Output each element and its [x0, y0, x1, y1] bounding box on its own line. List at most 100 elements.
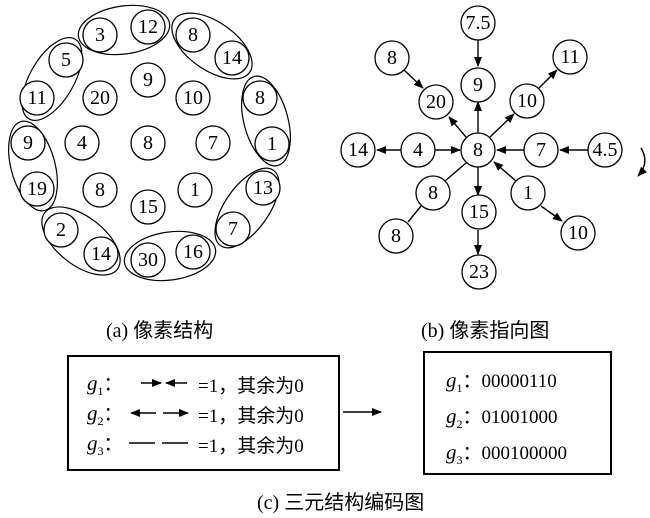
symbol-g: g1 [87, 371, 104, 399]
panel-a-nodes: 8 9 10 7 1 15 8 4 20 3 12 8 14 8 1 13 7 … [10, 9, 290, 278]
pixel-value: 4 [413, 139, 423, 161]
pixel-value: 12 [138, 16, 158, 38]
rule-text: =1，其余为0 [198, 406, 304, 427]
pixel-node: 8 [82, 172, 118, 208]
group-ellipse [41, 206, 121, 276]
edge-arrow [489, 113, 515, 138]
pixel-node: 1 [510, 175, 546, 211]
pixel-value: 10 [183, 87, 203, 109]
caption-a: (a) 像素结构 [106, 320, 214, 342]
pixel-value: 1 [523, 182, 533, 204]
edge-arrow [538, 69, 558, 89]
pixel-node: 12 [130, 9, 166, 45]
pixel-node: 4.5 [587, 132, 623, 168]
rule-row: g1： [87, 369, 123, 399]
edge-line [444, 162, 467, 182]
pixel-value: 30 [138, 249, 158, 271]
code-value: 00000110 [481, 371, 557, 392]
pixel-value: 2 [56, 219, 66, 241]
pixel-node: 10 [509, 83, 545, 119]
rule-text: =1，其余为0 [198, 436, 304, 457]
pixel-node: 5 [48, 42, 84, 78]
pixel-node: 3 [82, 17, 118, 53]
symbol-g: g3 [87, 431, 104, 459]
pixel-value: 14 [91, 243, 111, 265]
rules-box [67, 355, 340, 471]
pixel-value: 10 [517, 90, 537, 112]
code-value: 01001000 [481, 407, 558, 428]
panel-b-nodes: 8 7.5 9 8 20 11 10 14 4 7 4.5 8 8 15 23 … [340, 5, 623, 290]
pixel-value: 7.5 [466, 12, 491, 34]
group-ellipse [8, 120, 58, 212]
pixel-node: 8 [130, 125, 166, 161]
pixel-value: 9 [143, 69, 153, 91]
caption-b: (b) 像素指向图 [421, 320, 550, 342]
group-ellipse [241, 75, 291, 167]
clockwise-arrow-icon [637, 147, 648, 177]
pixel-node: 15 [130, 189, 166, 225]
separator: ： [462, 371, 482, 392]
pixel-node: 4 [400, 132, 436, 168]
pixel-node: 8 [175, 17, 211, 53]
pixel-node: 23 [461, 254, 497, 290]
pixel-node: 7 [523, 132, 559, 168]
codes-box [423, 351, 612, 475]
pixel-value: 9 [473, 74, 483, 96]
code-row: g2：01001000 [446, 402, 558, 432]
pixel-node: 14 [340, 132, 376, 168]
edge-arrow [448, 116, 467, 138]
symbol-g: g3 [446, 440, 463, 468]
pixel-node: 1 [177, 172, 213, 208]
rule-text: =1，其余为0 [198, 376, 304, 397]
pixel-value: 16 [183, 241, 203, 263]
group-ellipse [77, 4, 171, 56]
edge-arrow [540, 205, 563, 222]
pixel-value: 19 [27, 178, 47, 200]
pixel-value: 5 [61, 49, 71, 71]
pixel-node: 4 [64, 125, 100, 161]
pixel-value: 9 [23, 132, 33, 154]
pixel-value: 8 [428, 182, 438, 204]
pixel-value: 11 [27, 87, 46, 109]
pixel-value: 8 [95, 179, 105, 201]
pixel-value: 8 [391, 225, 401, 247]
separator: ： [462, 407, 482, 428]
pixel-value: 14 [222, 47, 242, 69]
pixel-node: 30 [130, 242, 166, 278]
pixel-value: 3 [95, 24, 105, 46]
group-ellipse [171, 12, 253, 80]
pixel-node: 20 [82, 80, 118, 116]
pixel-value: 8 [255, 87, 265, 109]
pixel-value: 4.5 [593, 139, 618, 161]
pixel-value: 8 [473, 139, 483, 161]
caption-c: (c) 三元结构编码图 [257, 492, 425, 514]
pixel-value: 11 [560, 46, 579, 68]
edge-arrow [493, 161, 517, 182]
pixel-node: 14 [214, 40, 250, 76]
pixel-node: 10 [560, 215, 596, 251]
pixel-node: 8 [415, 175, 451, 211]
separator: ： [103, 374, 123, 395]
pixel-node: 8 [374, 40, 410, 76]
pixel-node: 16 [175, 234, 211, 270]
pixel-value: 23 [469, 261, 489, 283]
edge-arrow [403, 69, 424, 89]
pixel-node: 13 [245, 170, 281, 206]
pixel-node: 1 [254, 126, 290, 162]
pixel-node: 14 [83, 236, 119, 272]
pixel-node: 11 [552, 39, 588, 75]
pixel-value: 8 [387, 47, 397, 69]
code-row: g1：00000110 [446, 366, 557, 396]
code-row: g3：000100000 [446, 438, 567, 468]
pixel-node: 7 [195, 125, 231, 161]
code-value: 000100000 [481, 443, 568, 464]
pixel-node: 9 [10, 125, 46, 161]
pixel-node: 10 [175, 80, 211, 116]
pixel-value: 7 [536, 139, 546, 161]
separator: ： [103, 404, 123, 425]
pixel-value: 10 [568, 222, 588, 244]
pixel-node: 9 [460, 67, 496, 103]
pixel-node: 9 [130, 62, 166, 98]
pixel-value: 8 [188, 24, 198, 46]
pixel-node: 7 [215, 211, 251, 247]
